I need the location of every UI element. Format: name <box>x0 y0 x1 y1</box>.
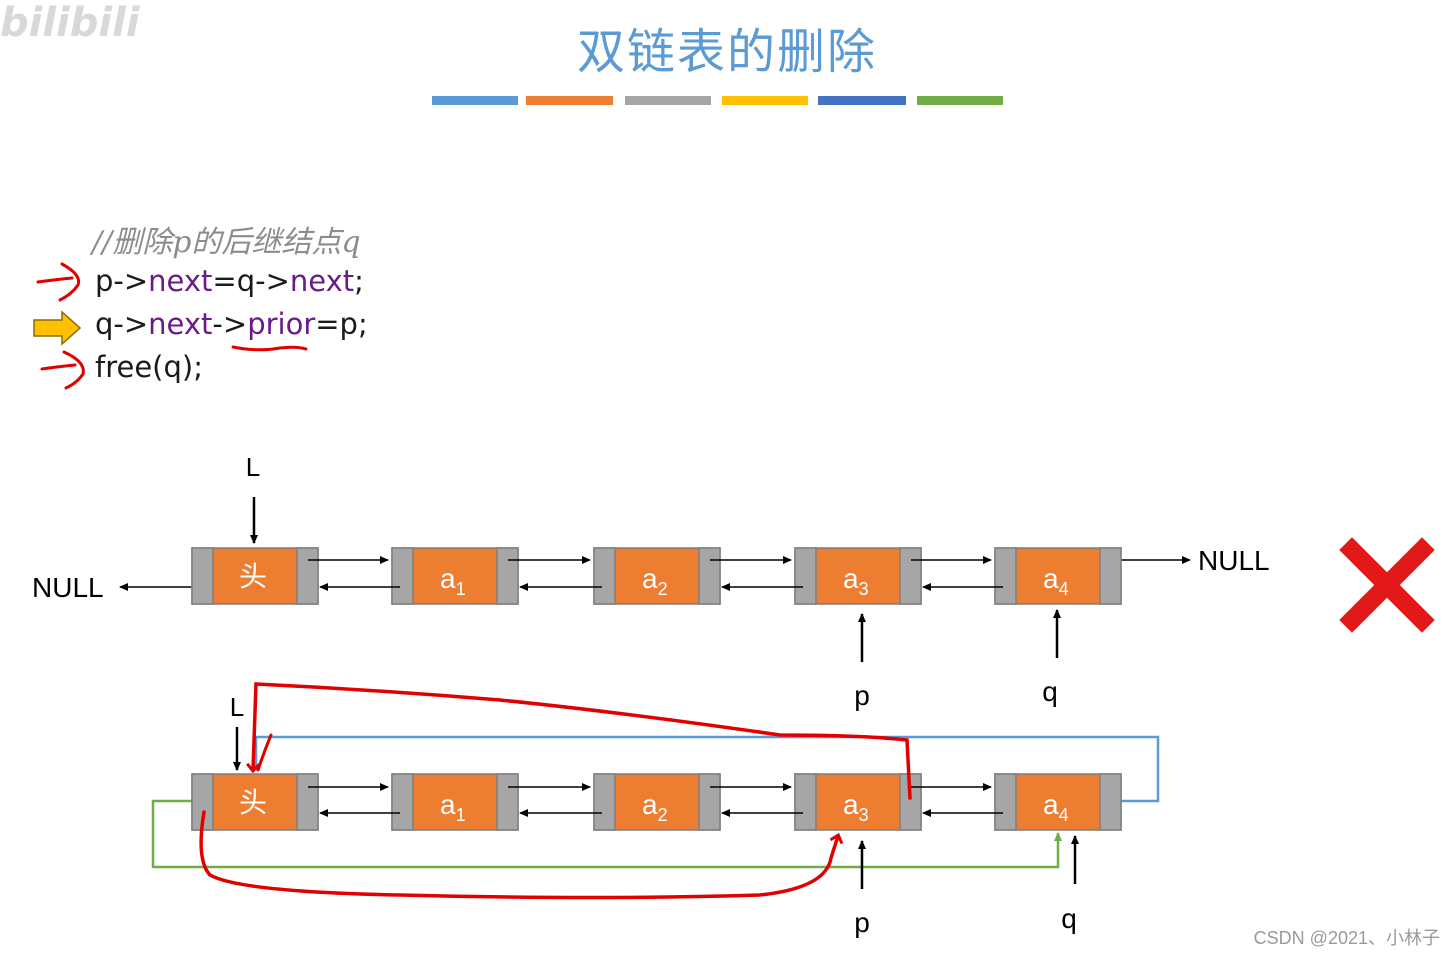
top-node-head: 头 <box>191 547 319 605</box>
code-comment: //删除p的后继结点q <box>92 225 361 260</box>
page-title: 双链表的删除 <box>576 24 877 80</box>
red-pen-arrow-line-3 <box>40 350 85 390</box>
title-bar-yellow <box>722 96 808 105</box>
top-left-null: NULL <box>32 572 104 603</box>
title-bar-dark-blue <box>818 96 906 105</box>
top-pointer-q: q <box>1042 676 1058 707</box>
bottom-list: L 头 a1 a2 a3 a <box>151 682 1160 938</box>
top-node-a3: a3 <box>794 547 922 605</box>
top-list: L NULL NULL 头 a1 a2 a3 <box>32 452 1270 711</box>
red-pen-arrow-line-1 <box>36 262 81 302</box>
title-bar-green <box>917 96 1003 105</box>
yellow-arrow-icon <box>33 310 82 346</box>
red-x-icon <box>1339 537 1435 633</box>
bilibili-watermark: bilibili <box>0 0 140 46</box>
svg-text:头: 头 <box>239 786 267 819</box>
bottom-head-pointer-label: L <box>230 692 244 722</box>
code-line-1: p->next=q->next; <box>95 264 364 298</box>
top-right-null: NULL <box>1198 545 1270 576</box>
code-line-2: q->next->prior=p; <box>95 307 368 341</box>
blue-next-loop <box>254 735 1160 803</box>
bottom-node-a1: a1 <box>391 773 519 831</box>
svg-text:a2: a2 <box>642 789 668 825</box>
top-node-a4: a4 <box>994 547 1122 605</box>
red-annotation-next-to-head <box>253 682 912 800</box>
csdn-watermark: CSDN @2021、小林子 <box>1253 928 1440 948</box>
svg-text:头: 头 <box>239 560 267 593</box>
top-pointer-p: p <box>854 680 870 711</box>
bottom-pointer-q: q <box>1061 903 1077 934</box>
title-bar-blue <box>432 96 518 105</box>
bottom-links <box>308 783 1003 817</box>
top-head-pointer-label: L <box>246 452 260 482</box>
red-annotation-head-tick <box>256 733 273 772</box>
svg-text:a2: a2 <box>642 563 668 599</box>
svg-text:a1: a1 <box>440 563 466 599</box>
svg-text:a4: a4 <box>1043 563 1069 599</box>
svg-text:a1: a1 <box>440 789 466 825</box>
bottom-node-a3: a3 <box>794 773 922 831</box>
green-prior-loop <box>151 799 1062 869</box>
bottom-pointer-p: p <box>854 907 870 938</box>
title-bar-orange <box>526 96 613 105</box>
red-annotation-prior-to-p <box>199 810 838 900</box>
code-line-3: free(q); <box>95 350 203 384</box>
bottom-node-a2: a2 <box>593 773 721 831</box>
svg-text:a3: a3 <box>843 789 869 825</box>
svg-text:a4: a4 <box>1043 789 1069 825</box>
bottom-node-a4: a4 <box>994 773 1122 831</box>
top-node-a2: a2 <box>593 547 721 605</box>
svg-text:a3: a3 <box>843 563 869 599</box>
bottom-node-head: 头 <box>191 773 319 831</box>
title-bar-gray <box>625 96 711 105</box>
red-underline-prior <box>231 345 308 352</box>
top-links <box>308 556 1003 591</box>
top-node-a1: a1 <box>391 547 519 605</box>
